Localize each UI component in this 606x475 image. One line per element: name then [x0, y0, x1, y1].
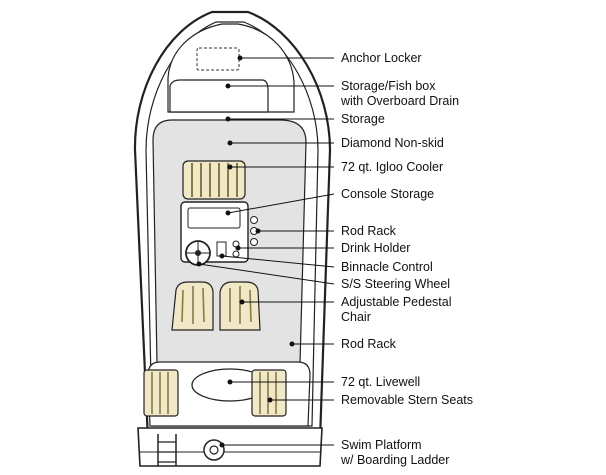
rod-holder-icon: [250, 216, 258, 224]
label-pedestal-chair: Adjustable Pedestal Chair: [341, 295, 452, 324]
label-rod-rack-console: Rod Rack: [341, 224, 396, 238]
label-console-storage: Console Storage: [341, 187, 435, 201]
leader-console-storage: [227, 193, 335, 214]
stern-seat-starboard: [251, 369, 287, 417]
label-igloo-cooler: 72 qt. Igloo Cooler: [341, 160, 444, 174]
label-binnacle-control: Binnacle Control: [341, 260, 433, 274]
leader-dot: [225, 116, 231, 122]
label-anchor-locker: Anchor Locker: [341, 51, 422, 65]
console-door: [187, 207, 241, 229]
leader-dot: [219, 253, 225, 259]
swim-platform: [137, 427, 323, 467]
leader-dot: [227, 140, 233, 146]
leader-dot: [289, 341, 295, 347]
drink-holder-icon: [232, 250, 240, 258]
label-livewell: 72 qt. Livewell: [341, 375, 421, 389]
rod-holder-icon: [250, 238, 258, 246]
leader-binnacle-control: [221, 255, 335, 268]
label-diamond-non-skid: Diamond Non-skid: [341, 136, 444, 150]
leader-dot: [196, 261, 202, 267]
pedestal-chair-port: [171, 281, 214, 331]
label-rod-rack-gunwale: Rod Rack: [341, 337, 396, 351]
leader-dot: [235, 245, 241, 251]
pedestal-chair-starboard: [219, 281, 261, 331]
stern-seat-port: [143, 369, 179, 417]
leader-dot: [219, 442, 225, 448]
label-storage-fish-box: Storage/Fish box with Overboard Drain: [341, 79, 460, 108]
leader-dot: [237, 55, 243, 61]
label-drink-holder: Drink Holder: [341, 241, 411, 255]
label-steering-wheel: S/S Steering Wheel: [341, 277, 451, 291]
label-storage: Storage: [341, 112, 385, 126]
storage-hatch: [169, 79, 269, 113]
leader-dot: [255, 228, 261, 234]
gunwale-inner: [145, 21, 319, 427]
leader-dot: [225, 83, 231, 89]
label-swim-platform: Swim Platform w/ Boarding Ladder: [341, 438, 450, 467]
leader-dot: [227, 164, 233, 170]
leader-dot: [239, 299, 245, 305]
leader-dot: [267, 397, 273, 403]
outboard-mount-inner: [209, 445, 219, 455]
leader-steering-wheel: [198, 263, 335, 285]
label-stern-seats: Removable Stern Seats: [341, 393, 474, 407]
leader-dot: [227, 379, 233, 385]
anchor-locker-hatch: [196, 47, 240, 71]
boarding-ladder: [157, 434, 177, 466]
igloo-cooler-seat: [182, 160, 246, 200]
leader-dot: [225, 210, 231, 216]
